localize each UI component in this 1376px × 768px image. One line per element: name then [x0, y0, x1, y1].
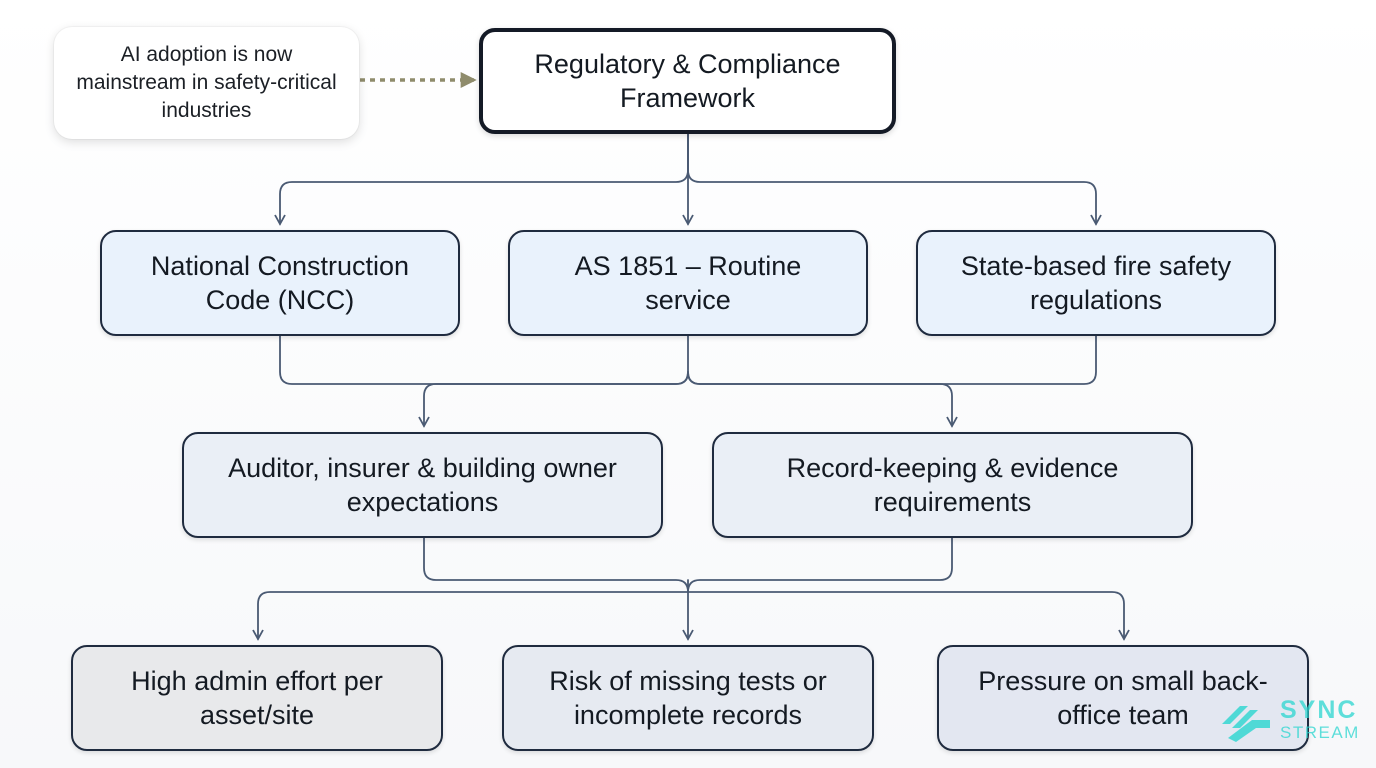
connector-to-auditor: [418, 371, 689, 428]
node-as1851-text: AS 1851 – Routine service: [574, 251, 802, 315]
sync-stream-logo: SYNC STREAM: [1218, 696, 1368, 752]
connector-root-state: [687, 133, 1102, 226]
node-admin-effort: High admin effort per asset/site: [71, 645, 443, 751]
node-missing-tests-risk-text: Risk of missing tests or incomplete reco…: [549, 666, 827, 730]
node-state-regulations: State-based fire safety regulations: [916, 230, 1276, 336]
node-state-regulations-text: State-based fire safety regulations: [960, 251, 1232, 315]
root-node-framework: Regulatory & Compliance Framework: [479, 28, 896, 134]
connector-to-records: [687, 371, 958, 428]
root-node-text: Regulatory & Compliance Framework: [534, 49, 841, 113]
connector-records-merge: [687, 537, 953, 593]
context-note: AI adoption is now mainstream in safety-…: [54, 27, 359, 139]
sync-stream-logo-icon: [1222, 706, 1270, 742]
node-missing-tests-risk: Risk of missing tests or incomplete reco…: [502, 645, 874, 751]
node-ncc-text: National Construction Code (NCC): [150, 251, 410, 315]
connector-to-admin: [252, 591, 689, 641]
context-note-text: AI adoption is now mainstream in safety-…: [76, 43, 337, 122]
connector-to-pressure: [687, 591, 1130, 641]
connector-state-merge: [687, 335, 1097, 385]
node-ncc: National Construction Code (NCC): [100, 230, 460, 336]
node-as1851: AS 1851 – Routine service: [508, 230, 868, 336]
connector-ncc-merge: [279, 335, 689, 385]
node-back-office-pressure-text: Pressure on small back-office team: [978, 666, 1268, 730]
node-auditor-expectations-text: Auditor, insurer & building owner expect…: [228, 453, 617, 517]
logo-wordmark-line2: STREAM: [1280, 723, 1360, 742]
node-admin-effort-text: High admin effort per asset/site: [131, 666, 383, 730]
node-auditor-expectations: Auditor, insurer & building owner expect…: [182, 432, 663, 538]
node-record-keeping-text: Record-keeping & evidence requirements: [786, 453, 1119, 517]
logo-wordmark-line1: SYNC: [1280, 696, 1358, 724]
connector-root-ncc: [274, 133, 689, 226]
node-record-keeping: Record-keeping & evidence requirements: [712, 432, 1193, 538]
connector-auditor-merge: [423, 537, 689, 593]
